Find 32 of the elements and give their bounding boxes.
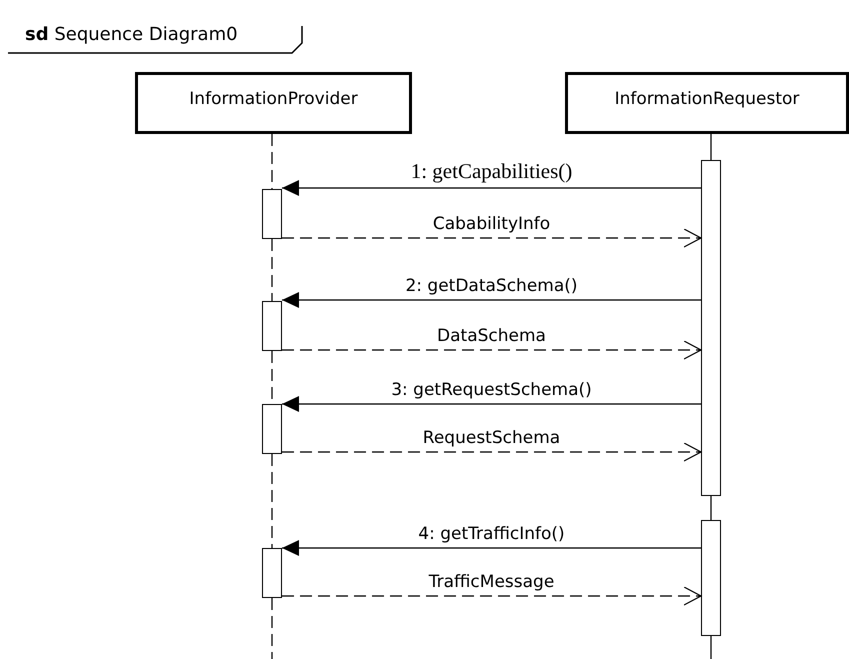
activation-bar: [262, 301, 282, 351]
message-arrow: [282, 396, 701, 412]
message-label: RequestSchema: [422, 428, 560, 448]
lifeline: [710, 496, 712, 520]
message-arrow: [282, 540, 701, 556]
message-arrow: [282, 228, 702, 248]
message-arrow: [282, 180, 701, 196]
message-arrow: [282, 586, 702, 606]
frame-title: sd Sequence Diagram0: [25, 24, 238, 45]
message-label: TrafficMessage: [428, 572, 554, 592]
message-label: 4: getTrafficInfo(): [418, 524, 565, 544]
lifeline: [710, 134, 712, 160]
lifeline: [271, 598, 273, 659]
message-arrow: [282, 292, 701, 308]
message-label: DataSchema: [437, 326, 546, 346]
message-label: 2: getDataSchema(): [405, 276, 578, 296]
message-label: 3: getRequestSchema(): [391, 380, 592, 400]
message-arrow: [282, 340, 702, 360]
activation-bar: [262, 189, 282, 239]
message-label: CababilityInfo: [432, 214, 550, 234]
message-arrow: [282, 442, 702, 462]
activation-bar: [701, 520, 721, 636]
lifeline: [271, 454, 273, 548]
participant-box: InformationRequestor: [565, 72, 849, 134]
lifeline: [271, 239, 273, 301]
message-label: 1: getCapabilities(): [410, 161, 572, 181]
participant-box: InformationProvider: [135, 72, 412, 134]
lifeline: [271, 134, 273, 189]
activation-bar: [701, 160, 721, 496]
lifeline: [710, 636, 712, 659]
activation-bar: [262, 404, 282, 454]
activation-bar: [262, 548, 282, 598]
